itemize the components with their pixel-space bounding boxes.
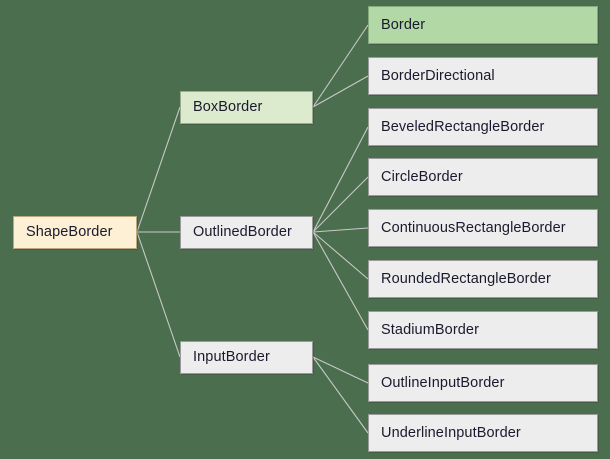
- node-label-shapeborder: ShapeBorder: [26, 224, 113, 241]
- node-label-underlineinputborder: UnderlineInputBorder: [381, 424, 521, 441]
- edge-outlinedborder-to-circleborder: [312, 176, 369, 233]
- node-label-inputborder: InputBorder: [193, 349, 270, 366]
- node-border[interactable]: Border: [368, 6, 598, 44]
- node-outlineinputborder[interactable]: OutlineInputBorder: [368, 364, 598, 402]
- edge-outlinedborder-to-stadiumborder: [312, 231, 369, 331]
- node-label-continuousrectangleborder: ContinuousRectangleBorder: [381, 219, 566, 236]
- node-underlineinputborder[interactable]: UnderlineInputBorder: [368, 414, 598, 452]
- node-label-beveledrectangleborder: BeveledRectangleBorder: [381, 118, 545, 135]
- node-outlinedborder[interactable]: OutlinedBorder: [180, 216, 313, 249]
- node-label-outlineinputborder: OutlineInputBorder: [381, 374, 505, 391]
- node-label-borderdirectional: BorderDirectional: [381, 67, 495, 84]
- node-inputborder[interactable]: InputBorder: [180, 341, 313, 374]
- node-boxborder[interactable]: BoxBorder: [180, 91, 313, 124]
- node-stadiumborder[interactable]: StadiumBorder: [368, 311, 598, 349]
- edge-outlinedborder-to-beveledrectangleborder: [312, 126, 369, 233]
- node-shapeborder[interactable]: ShapeBorder: [13, 216, 137, 249]
- edge-shapeborder-to-boxborder: [136, 106, 181, 233]
- node-label-stadiumborder: StadiumBorder: [381, 321, 480, 338]
- node-label-circleborder: CircleBorder: [381, 168, 463, 185]
- node-label-border: Border: [381, 16, 426, 33]
- edge-inputborder-to-underlineinputborder: [312, 356, 369, 434]
- node-label-roundedrectangleborder: RoundedRectangleBorder: [381, 270, 551, 287]
- node-beveledrectangleborder[interactable]: BeveledRectangleBorder: [368, 108, 598, 146]
- edge-inputborder-to-outlineinputborder: [312, 356, 369, 384]
- node-continuousrectangleborder[interactable]: ContinuousRectangleBorder: [368, 209, 598, 247]
- node-label-boxborder: BoxBorder: [193, 99, 263, 116]
- edge-outlinedborder-to-continuousrectangleborder: [312, 227, 369, 233]
- edge-boxborder-to-borderdirectional: [312, 75, 369, 108]
- node-borderdirectional[interactable]: BorderDirectional: [368, 57, 598, 95]
- edge-shapeborder-to-inputborder: [136, 231, 181, 358]
- node-label-outlinedborder: OutlinedBorder: [193, 224, 292, 241]
- edge-boxborder-to-border: [312, 24, 369, 108]
- node-roundedrectangleborder[interactable]: RoundedRectangleBorder: [368, 260, 598, 298]
- node-circleborder[interactable]: CircleBorder: [368, 158, 598, 196]
- edge-outlinedborder-to-roundedrectangleborder: [312, 231, 369, 280]
